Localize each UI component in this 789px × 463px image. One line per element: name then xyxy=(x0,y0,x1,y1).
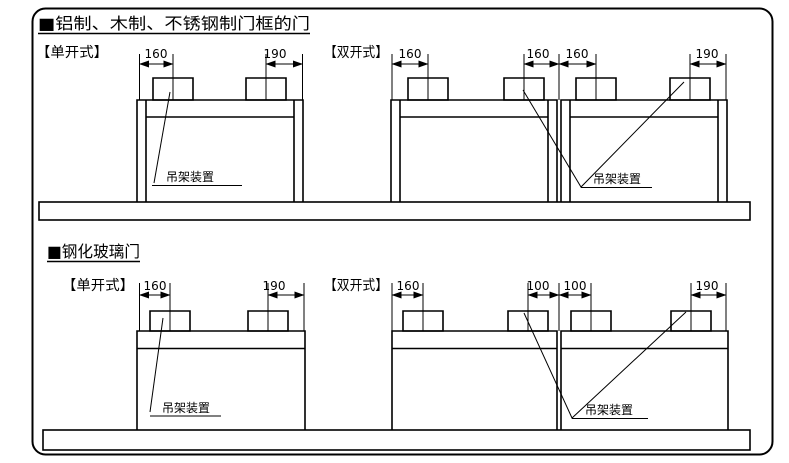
dim-rear-value: 190 xyxy=(263,279,286,293)
hanger-blocks xyxy=(149,310,289,332)
leader-line xyxy=(153,91,171,184)
door-outline xyxy=(136,99,304,202)
hanger-label: 吊架装置 xyxy=(585,403,633,417)
glass-single-door: 【单开式】 160 190 吊架装置 xyxy=(62,278,306,430)
dim1-value: 160 xyxy=(397,279,420,293)
dim2-value: 100 xyxy=(527,279,550,293)
section-title: ■钢化玻璃门 xyxy=(47,242,140,261)
outer-border xyxy=(31,7,774,456)
door-outline-right xyxy=(560,330,729,430)
dim-front-value: 160 xyxy=(145,47,168,61)
section-title: ■铝制、木制、不锈钢制门框的门 xyxy=(38,14,310,33)
type-label: 【双开式】 xyxy=(324,278,388,294)
door-outline-left xyxy=(391,330,558,430)
type-label: 【双开式】 xyxy=(324,45,388,61)
framed-double-door: 【双开式】 160 160 160 190 吊架装置 xyxy=(324,45,728,202)
dim-rear-value: 190 xyxy=(264,47,287,61)
section-framed-doors: ■铝制、木制、不锈钢制门框的门 【单开式】 160 190 吊架装置 【双开式】 xyxy=(36,14,751,221)
dim2-value: 160 xyxy=(527,47,550,61)
track-bar xyxy=(42,429,751,451)
leader-line xyxy=(149,317,164,413)
door-outline-left xyxy=(390,99,558,202)
dim3-value: 100 xyxy=(564,279,587,293)
extension-lines xyxy=(139,54,303,100)
door-outline xyxy=(136,330,306,430)
dim4-value: 190 xyxy=(696,47,719,61)
door-outline-right xyxy=(560,99,728,202)
type-label: 【单开式】 xyxy=(36,45,108,61)
hanger-label: 吊架装置 xyxy=(162,401,210,415)
extension-lines xyxy=(139,283,305,331)
dim3-value: 160 xyxy=(566,47,589,61)
section-glass-doors: ■钢化玻璃门 【单开式】 160 190 吊架装置 【双开式】 1 xyxy=(42,242,751,451)
hanger-blocks xyxy=(402,310,712,332)
dim4-value: 190 xyxy=(696,279,719,293)
hanger-label: 吊架装置 xyxy=(593,172,641,186)
framed-single-door: 【单开式】 160 190 吊架装置 xyxy=(36,45,304,202)
type-label: 【单开式】 xyxy=(62,278,134,294)
dim1-value: 160 xyxy=(399,47,422,61)
extension-lines xyxy=(391,54,727,100)
dim-front-value: 160 xyxy=(144,279,167,293)
extension-lines xyxy=(391,283,727,331)
track-bar xyxy=(38,201,751,221)
hanger-label: 吊架装置 xyxy=(166,170,214,184)
glass-double-door: 【双开式】 160 100 100 190 吊架装置 xyxy=(324,278,729,430)
